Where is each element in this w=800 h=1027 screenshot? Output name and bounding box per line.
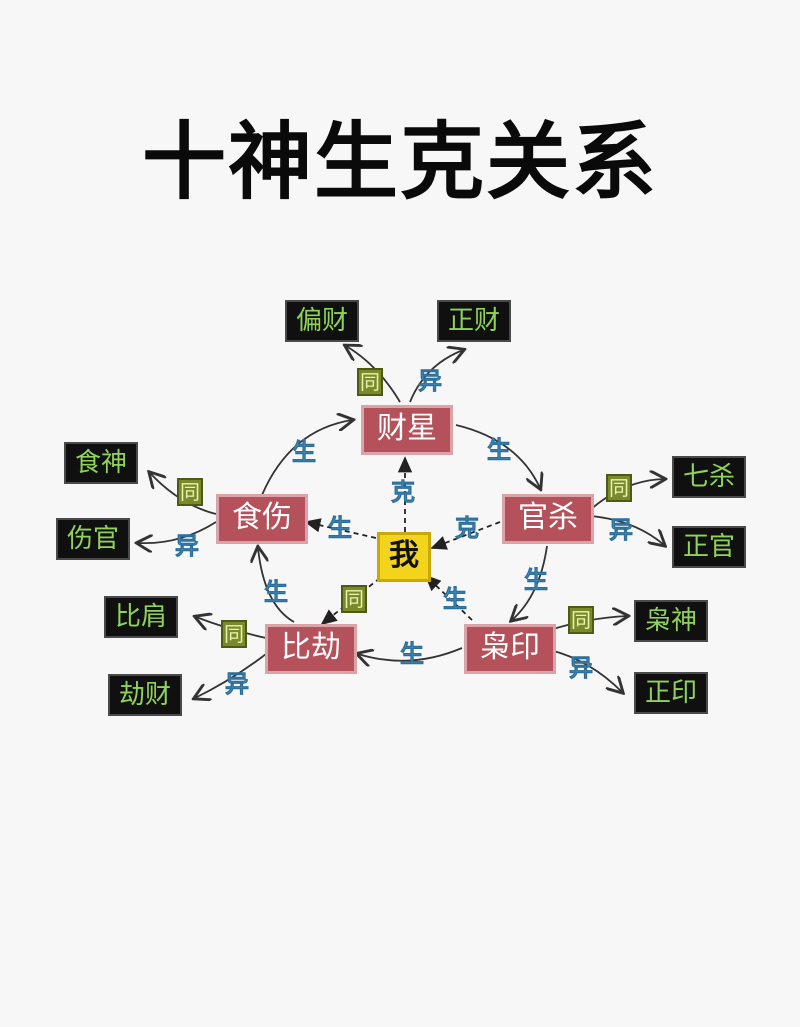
label-diff-xiao: 异: [569, 654, 594, 683]
page-title: 十神生克关系: [141, 113, 658, 211]
label-gen-bi-shi: 生: [264, 578, 289, 607]
arrow-cai-to-guan: [455, 424, 540, 488]
leaf-shang-guan: 伤官: [56, 518, 130, 560]
arrow-guan-to-me: [430, 521, 501, 550]
leaf-qi-sha: 七杀: [672, 456, 746, 498]
leaf-bi-jian: 比肩: [104, 596, 178, 638]
label-same-xiao: 同: [568, 606, 594, 634]
arrow-guan-to-xiao: [512, 545, 548, 620]
arrow-me-to-shi: [304, 518, 377, 539]
leaf-pian-cai: 偏财: [285, 300, 359, 342]
label-same-guan: 同: [606, 474, 632, 502]
label-gen-me-shi: 生: [328, 514, 353, 543]
label-same-bi-center: 同: [341, 585, 367, 613]
node-cai-xing: 财星: [361, 405, 453, 455]
label-diff-guan: 异: [609, 516, 634, 545]
label-diff-shi: 异: [175, 532, 200, 561]
leaf-zheng-cai: 正财: [437, 300, 511, 342]
label-gen-xiao-me: 生: [443, 585, 468, 614]
label-diff-cai: 异: [418, 367, 443, 396]
leaf-xiao-shen: 枭神: [634, 600, 708, 642]
arrow-bi-to-jiecai: [195, 653, 267, 698]
label-diff-bi: 异: [225, 670, 250, 699]
label-ctrl-me-cai: 克: [391, 478, 416, 507]
label-same-shi: 同: [177, 478, 203, 506]
label-gen-shi-cai: 生: [292, 438, 317, 467]
leaf-shi-shen: 食神: [64, 442, 138, 484]
node-shi-shang: 食伤: [216, 494, 308, 544]
node-bi-jie: 比劫: [265, 624, 357, 674]
label-gen-guan-xiao: 生: [524, 566, 549, 595]
arrow-bi-to-shi: [258, 548, 295, 623]
leaf-zheng-yin: 正印: [634, 672, 708, 714]
node-me: 我: [377, 532, 431, 582]
arrow-shi-to-shangguan: [138, 521, 217, 543]
node-guan-sha: 官杀: [502, 494, 594, 544]
arrow-guan-to-zhengguan: [589, 515, 664, 545]
label-same-cai: 同: [357, 368, 383, 396]
leaf-zheng-guan: 正官: [672, 526, 746, 568]
label-ctrl-guan-me: 克: [455, 514, 480, 543]
arrow-shi-to-cai: [261, 420, 352, 496]
arrow-xiao-to-zhengyin: [549, 649, 622, 692]
arrow-xiao-to-me: [424, 574, 473, 621]
leaf-jie-cai: 劫财: [108, 674, 182, 716]
arrow-cai-to-zheng: [409, 350, 463, 403]
label-same-bi: 同: [221, 620, 247, 648]
label-gen-xiao-bi: 生: [400, 640, 425, 669]
arrow-xiao-to-bi: [358, 647, 463, 661]
node-xiao-yin: 枭印: [464, 624, 556, 674]
label-gen-cai-guan: 生: [487, 436, 512, 465]
